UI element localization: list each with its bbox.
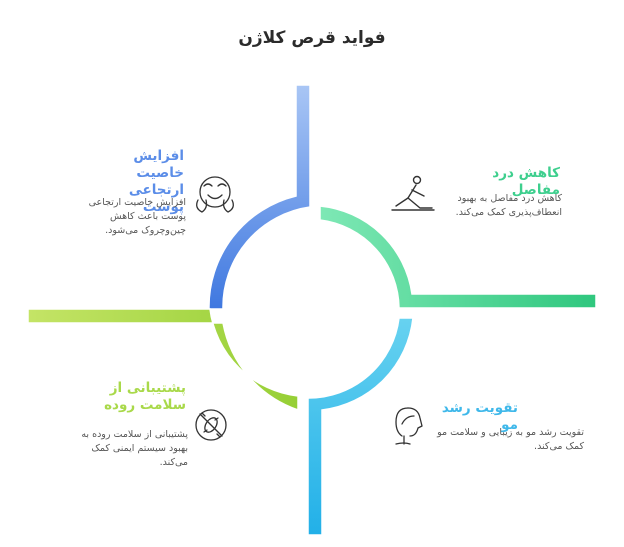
connector-bottom-left <box>27 308 299 412</box>
smiling-face-icon <box>196 176 234 213</box>
section-title-gut-health: پشتیبانی از سلامت روده <box>104 380 186 413</box>
connector-top-left <box>208 84 311 310</box>
section-title-skin-elasticity: افزایش خاصیت ارتجاعی پوست <box>128 148 184 215</box>
stretching-person-icon <box>391 175 435 211</box>
no-bacteria-icon <box>195 409 227 441</box>
woman-hair-icon <box>395 407 423 445</box>
section-description-joint-pain: کاهش درد مفاصل به بهبود انعطاف‌پذیری کمک… <box>455 193 562 218</box>
diagram-title: فواید قرص کلاژن <box>238 28 386 48</box>
section-title-joint-pain: کاهش درد مفاصل <box>492 165 560 198</box>
section-description-gut-health: پشتیبانی از سلامت روده به بهبود سیستم ای… <box>81 429 188 468</box>
section-title-hair-growth: تقویت رشد مو <box>441 400 518 433</box>
section-description-hair-growth: تقویت رشد مو به زیبایی و سلامت مو کمک می… <box>437 427 584 452</box>
connector-bottom-right <box>307 317 414 536</box>
connector-top-right <box>319 205 597 309</box>
section-description-skin-elasticity: افزایش خاصیت ارتجاعی پوست باعث کاهش چین‌… <box>88 197 186 236</box>
